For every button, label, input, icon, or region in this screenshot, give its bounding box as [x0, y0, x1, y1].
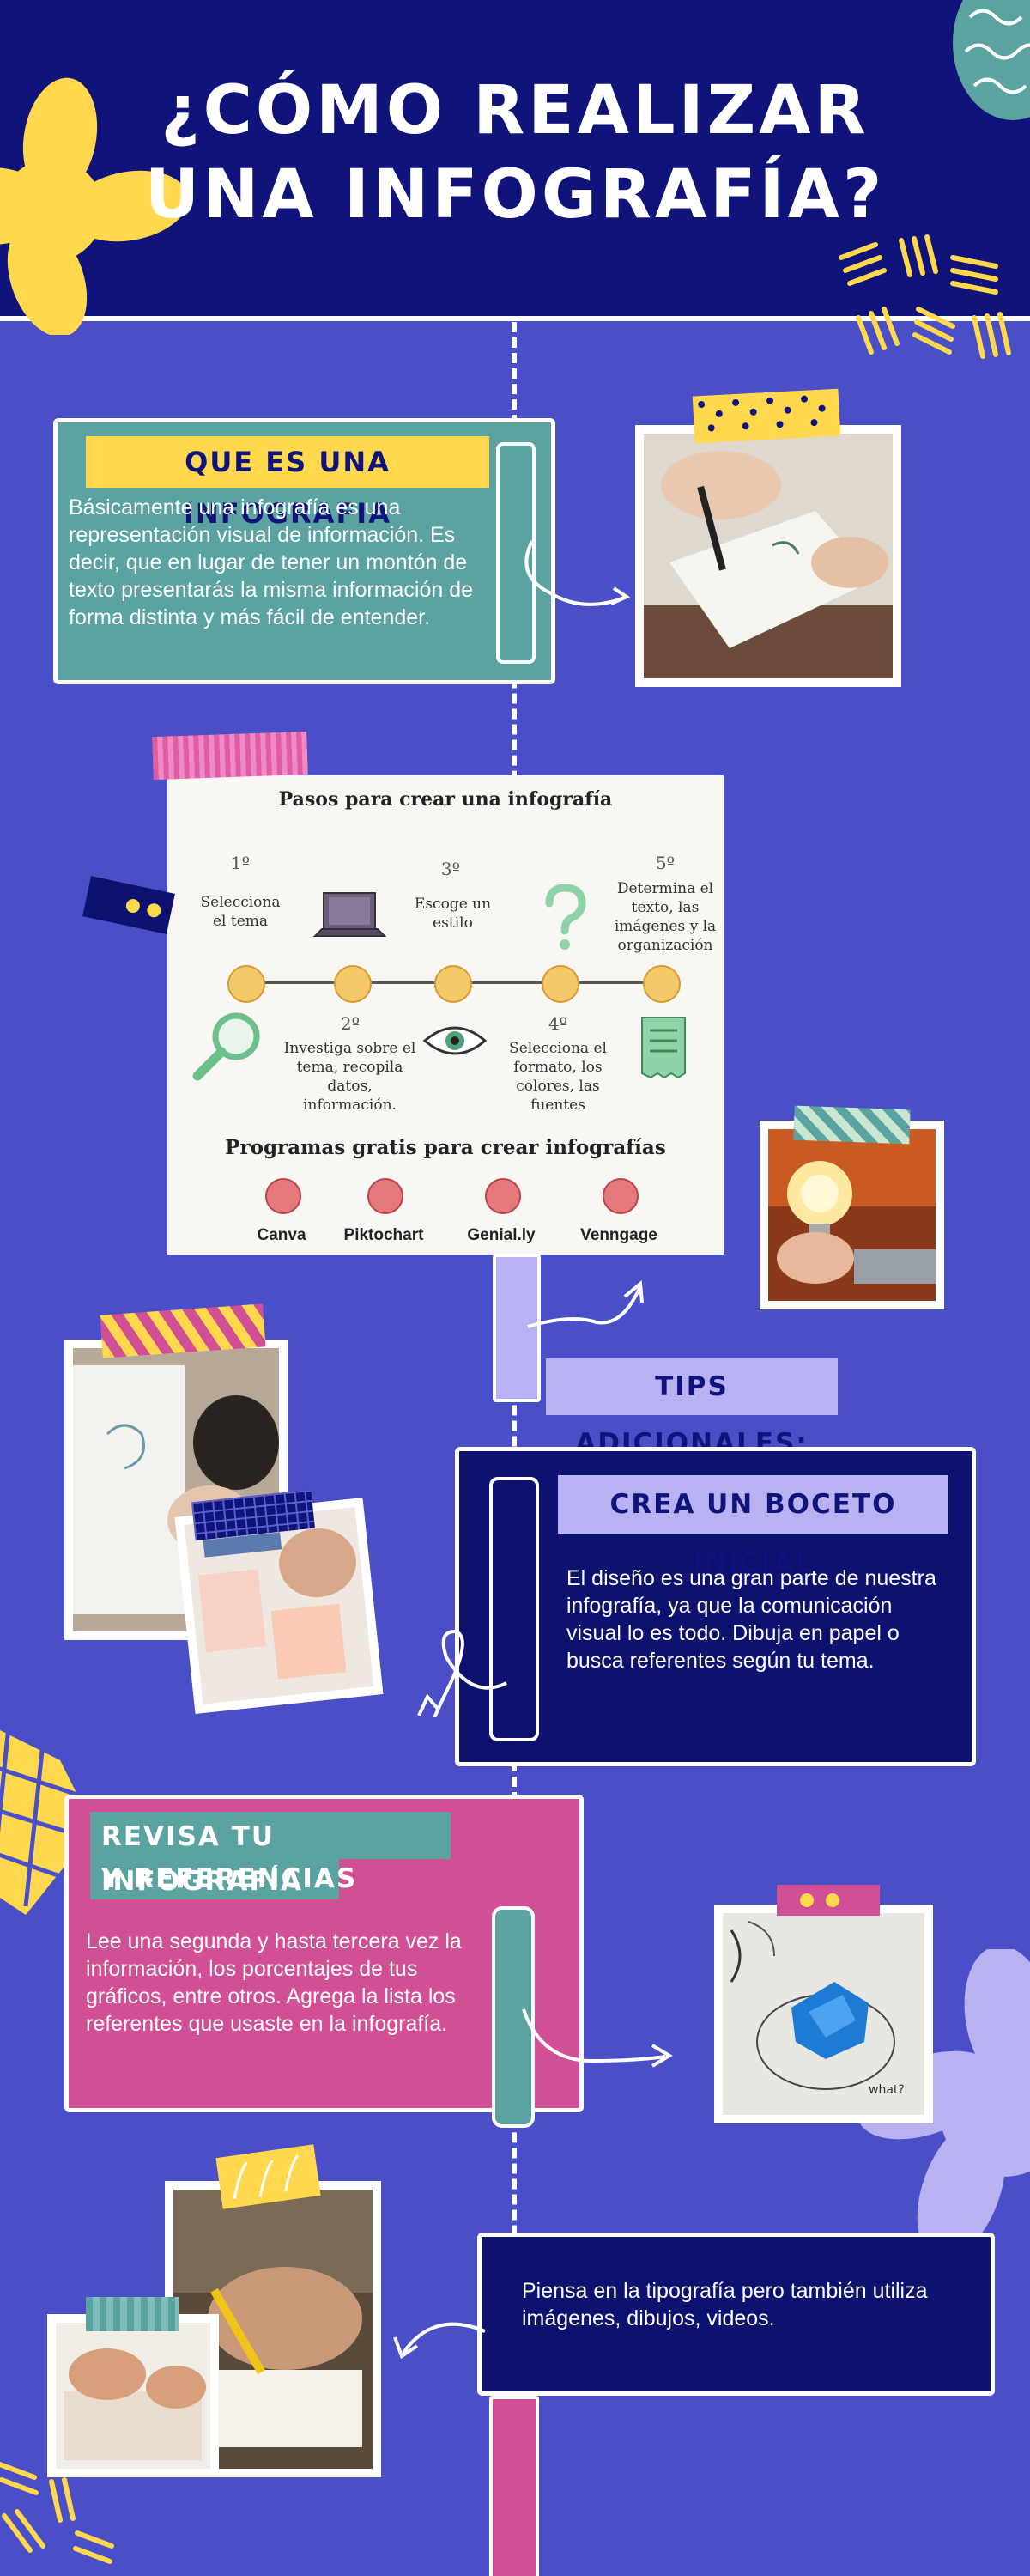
- step-3-number: 3º: [440, 859, 461, 879]
- program-venngage: Venngage: [580, 1226, 657, 1244]
- revisa-heading-bg-1: [90, 1812, 451, 1859]
- title-line-2: UNA INFOGRAFÍA?: [144, 156, 886, 234]
- header-divider: [0, 316, 1030, 321]
- step-3-text: Escoge un estilo: [414, 896, 492, 932]
- arrow-icon: [382, 2310, 494, 2370]
- photo-drawing-papers: [174, 1498, 384, 1714]
- photo-hand-writing: [165, 2181, 381, 2477]
- tips-label: TIPS ADICIONALES:: [546, 1358, 838, 1459]
- steps-card: [167, 775, 724, 1255]
- step-4-text: Selecciona el formato, los colores, las …: [509, 1040, 607, 1114]
- step-5-number: 5º: [655, 853, 676, 873]
- section1-body: Básicamente una infografía es una repres…: [69, 495, 474, 629]
- timeline-marker-navy: [489, 1477, 539, 1741]
- yellow-scribble-shape: [824, 232, 1030, 404]
- tipografia-body: Piensa en la tipografía pero también uti…: [522, 2279, 928, 2330]
- tipografia-panel: [477, 2233, 995, 2396]
- arrow-icon: [524, 1275, 644, 1352]
- step-dot-2: [334, 965, 372, 1003]
- step-1-number: 1º: [230, 853, 251, 873]
- yellow-dotted-tape: [692, 388, 841, 444]
- photo-writing-notebook: [635, 425, 901, 687]
- program-canva: Canva: [257, 1226, 306, 1244]
- document-icon: [638, 1013, 689, 1082]
- step-1-text: Selecciona el tema: [200, 894, 281, 930]
- step-5-text: Determina el texto, las imágenes y la or…: [614, 880, 717, 954]
- section1-heading: QUE ES UNA INFOGRAFIA: [86, 436, 489, 530]
- revisa-heading-bg-2: [90, 1856, 339, 1899]
- boceto-heading: CREA UN BOCETO INICIAL: [558, 1475, 948, 1578]
- photo-crumpled-paper: what?: [714, 1905, 933, 2123]
- magnifier-icon: [189, 1009, 266, 1082]
- pink-grid-tape: [152, 731, 308, 781]
- boceto-body: El diseño es una gran parte de nuestra i…: [566, 1566, 936, 1673]
- arrow-icon: [515, 532, 635, 635]
- revisa-body: Lee una segunda y hasta tercera vez la i…: [86, 1929, 462, 2036]
- program-dot-venngage: [603, 1178, 639, 1214]
- arrow-icon: [515, 2001, 678, 2078]
- pink-smiley-tape: [777, 1885, 880, 1916]
- step-dot-4: [542, 965, 579, 1003]
- arrow-icon: [395, 1580, 515, 1717]
- laptop-icon: [312, 889, 387, 949]
- question-mark-icon: [536, 884, 588, 953]
- navy-smiley-tape: [82, 876, 175, 934]
- program-dot-piktochart: [367, 1178, 403, 1214]
- step-4-number: 4º: [548, 1013, 568, 1034]
- yellow-grid-shape: [0, 1709, 94, 1915]
- yellow-flower-icon: [0, 77, 189, 337]
- teal-striped-tape: [793, 1105, 911, 1145]
- step-dot-3: [434, 965, 472, 1003]
- photo-scribble-text: what?: [869, 2083, 905, 2097]
- step-dot-5: [643, 965, 681, 1003]
- teal-tape: [86, 2297, 179, 2331]
- programs-title: Programas gratis para crear infografías: [225, 1136, 666, 1159]
- revisa-heading-line-2: Y REFERENCIAS: [101, 1863, 358, 1894]
- program-dot-canva: [265, 1178, 301, 1214]
- yellow-scribble-shape-bottom: [0, 2447, 129, 2576]
- revisa-heading-line-1: REVISA TU INFOGRAFÍA: [101, 1821, 304, 1897]
- program-genially: Genial.ly: [467, 1226, 536, 1244]
- photo-light-bulb: [760, 1121, 944, 1309]
- step-2-text: Investiga sobre el tema, recopila datos,…: [283, 1040, 416, 1114]
- photo-reading-book: [47, 2314, 219, 2477]
- step-2-number: 2º: [340, 1013, 360, 1034]
- program-piktochart: Piktochart: [343, 1226, 424, 1244]
- title-line-1: ¿CÓMO REALIZAR: [161, 72, 869, 149]
- eye-icon: [421, 1024, 489, 1058]
- timeline-marker-pink: [489, 2396, 539, 2576]
- step-dot-1: [227, 965, 265, 1003]
- timeline-marker-lavender: [493, 1254, 541, 1402]
- yellow-lined-tape: [215, 2144, 321, 2209]
- teal-pattern-shape: [944, 0, 1030, 129]
- steps-card-title: Pasos para crear una infografía: [278, 788, 613, 811]
- program-dot-genially: [485, 1178, 521, 1214]
- page-title: ¿CÓMO REALIZAR UNA INFOGRAFÍA?: [0, 69, 1030, 237]
